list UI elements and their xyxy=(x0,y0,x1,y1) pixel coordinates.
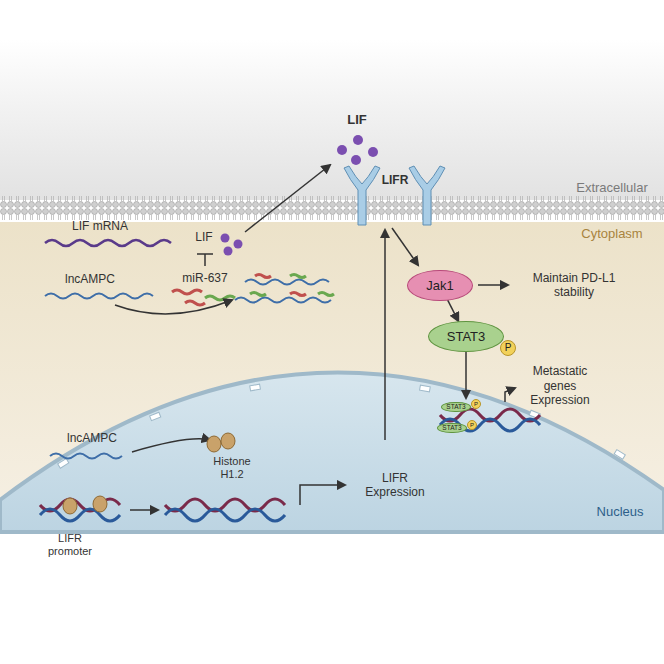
phosphate-circle: P xyxy=(471,399,481,409)
molecule-label: lncAMPC xyxy=(50,272,130,286)
protein-ellipse: STAT3 xyxy=(437,423,466,434)
node-text: P xyxy=(505,343,512,353)
node-text: STAT3 xyxy=(446,404,465,411)
molecule-label: LIF xyxy=(337,112,377,128)
phosphate-circle: P xyxy=(467,420,477,430)
region-label: Cytoplasm xyxy=(562,226,662,242)
molecule-label: miR-637 xyxy=(170,271,240,285)
node-text: STAT3 xyxy=(447,330,486,343)
node-text: Jak1 xyxy=(426,279,453,292)
protein-ellipse: STAT3 xyxy=(428,321,505,352)
dna-label: LIFR promoter xyxy=(35,532,105,558)
protein-ellipse: Jak1 xyxy=(407,270,472,301)
molecule-label: LIF xyxy=(189,230,219,244)
protein-ellipse: STAT3 xyxy=(441,402,470,413)
region-label: Nucleus xyxy=(580,504,660,520)
molecule-label: LIF mRNA xyxy=(55,219,145,233)
molecule-label: LIFR xyxy=(375,173,415,187)
effect-label: Metastatic genes Expression xyxy=(515,364,605,407)
region-label: Extracellular xyxy=(562,180,662,196)
effect-label: LIFR Expression xyxy=(355,471,435,500)
node-text: P xyxy=(470,422,474,428)
molecule-label: Histone H1.2 xyxy=(202,455,262,481)
molecule-label: lncAMPC xyxy=(52,431,132,445)
activation-arrow xyxy=(448,300,459,321)
effect-label: Maintain PD-L1 stability xyxy=(519,271,629,300)
node-text: P xyxy=(474,401,478,407)
node-text: STAT3 xyxy=(442,425,461,432)
